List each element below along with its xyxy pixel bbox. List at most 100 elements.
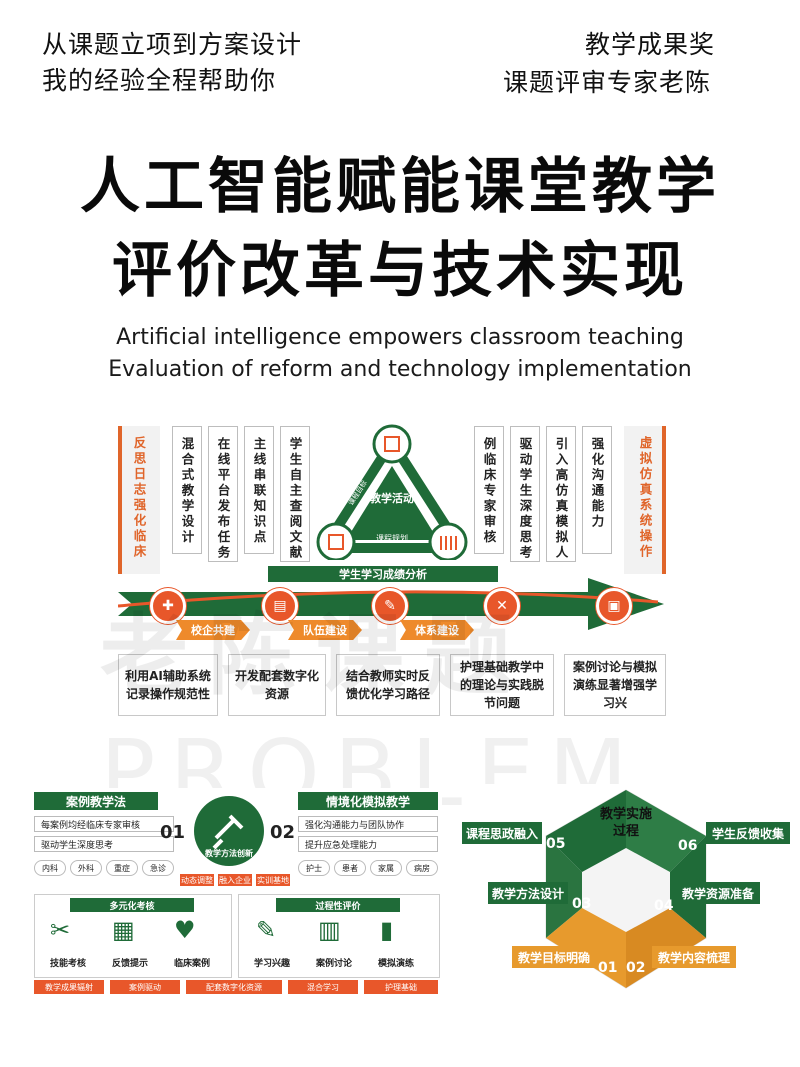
simulation-line-1: 强化沟通能力与团队协作 [298, 816, 438, 832]
heart-icon: ♥ [174, 916, 196, 944]
left-column-4-text: 学生自主查阅文献 [287, 437, 303, 561]
method-center-circle [194, 796, 264, 866]
result-box-5: 案例讨论与模拟演练显著增强学习兴 [564, 654, 666, 716]
right-column-1-text: 例临床专家审核 [481, 437, 497, 546]
left-column-3: 主线串联知识点 [244, 426, 274, 554]
hex-seg-2 [626, 790, 706, 872]
case-method-header: 案例教学法 [34, 792, 158, 810]
triangle-center-label: 教学活动 [370, 492, 414, 505]
process-center-label: 教学实施过程 [599, 807, 652, 839]
timeline-node-3: ✎ [372, 588, 408, 624]
triangle-bottom-label: 课程规划 [376, 534, 408, 543]
pill-ward: 病房 [406, 860, 438, 876]
bottom-tag-4: 混合学习 [288, 980, 358, 994]
process-num-5: 05 [546, 836, 566, 852]
eval-left-header: 多元化考核 [70, 898, 194, 912]
bottom-tag-2: 案例驱动 [110, 980, 180, 994]
eval-right-item-2: 案例讨论 [315, 959, 352, 969]
eval-left-item-2: 反馈提示 [111, 959, 148, 969]
right-side-text: 虚拟仿真系统操作 [637, 436, 653, 560]
bottom-tag-3: 配套数字化资源 [186, 980, 282, 994]
clipboard-icon [328, 534, 344, 550]
syringe-icon [212, 814, 244, 850]
eval-right-panel [238, 894, 440, 978]
process-item-5: 课程思政融入 [462, 822, 542, 844]
timeline-node-2: ▤ [262, 588, 298, 624]
hex-seg-1 [546, 790, 626, 872]
bottom-tag-1: 教学成果辐射 [34, 980, 104, 994]
process-item-6: 学生反馈收集 [706, 822, 790, 844]
center-circle-bg [194, 796, 264, 866]
eval-right-item-3: 模拟演练 [377, 959, 414, 969]
right-column-3: 引入高仿真模拟人 [546, 426, 576, 562]
orange-label-3: 体系建设 [400, 620, 474, 640]
score-analysis-bar: 学生学习成绩分析 [268, 566, 498, 582]
header-right-line1: 教学成果奖 [585, 30, 716, 59]
triangle-inner [346, 466, 438, 540]
pill-surgery: 外科 [70, 860, 102, 876]
monitor-icon: ▦ [112, 916, 135, 944]
left-column-2-text: 在线平台发布任务 [215, 437, 231, 561]
left-column-1-text: 混合式教学设计 [179, 437, 195, 546]
left-column-2: 在线平台发布任务 [208, 426, 238, 562]
eval-right-header: 过程性评价 [276, 898, 400, 912]
process-item-3: 教学方法设计 [488, 882, 568, 904]
chart-bars-icon [440, 536, 457, 550]
eval-left-panel [34, 894, 232, 978]
pill-internal: 内科 [34, 860, 66, 876]
header-left-line2: 我的经验全程帮助你 [42, 66, 277, 95]
result-box-2: 开发配套数字化资源 [228, 654, 326, 716]
syringe-small-icon: ✎ [256, 916, 277, 944]
result-box-1: 利用AI辅助系统记录操作规范性 [118, 654, 218, 716]
process-num-1: 01 [598, 960, 618, 976]
left-column-3-text: 主线串联知识点 [251, 437, 267, 546]
pill-family: 家属 [370, 860, 402, 876]
center-tag-1: 动态调整 [180, 874, 214, 886]
triangle-left-node [316, 522, 356, 560]
flask-icon [384, 436, 400, 452]
left-side-text: 反思日志强化临床 [131, 436, 147, 560]
right-side-bar [662, 426, 666, 574]
result-box-3: 结合教师实时反馈优化学习路径 [336, 654, 440, 716]
timeline-node-5: ▣ [596, 588, 632, 624]
method-number-1: 01 [160, 822, 186, 843]
result-box-4: 护理基础教学中的理论与实践脱节问题 [450, 654, 554, 716]
method-number-2: 02 [270, 822, 296, 843]
right-column-4-text: 强化沟通能力 [589, 437, 605, 530]
right-column-1: 例临床专家审核 [474, 426, 504, 554]
right-column-2: 驱动学生深度思考 [510, 426, 540, 562]
eval-right-item-1: 学习兴趣 [253, 959, 290, 969]
center-tag-2: 融入企业 [218, 874, 252, 886]
left-side-column: 反思日志强化临床 [118, 426, 160, 574]
case-method-line-1: 每案例均经临床专家审核 [34, 816, 174, 832]
pill-patient: 患者 [334, 860, 366, 876]
document-icon: ▥ [318, 916, 341, 944]
left-column-4: 学生自主查阅文献 [280, 426, 310, 562]
eval-left-item-1: 技能考核 [49, 959, 86, 969]
bottom-tag-5: 护理基础 [364, 980, 438, 994]
header-right-line2: 课题评审专家老陈 [503, 68, 712, 97]
process-num-6: 06 [678, 838, 698, 854]
center-tag-3: 实训基地 [256, 874, 290, 886]
process-item-2: 教学内容梳理 [652, 946, 736, 968]
triangle-diagram [316, 424, 468, 560]
simulation-header: 情境化模拟教学 [298, 792, 438, 810]
diagram-teaching-methods: 案例教学法 每案例均经临床专家审核 驱动学生深度思考 内科 外科 重症 急诊 0… [30, 788, 442, 998]
orange-label-2: 队伍建设 [288, 620, 362, 640]
diagram-implementation-process: 教学实施过程 课程思政融入 05 学生反馈收集 06 教学方法设计 03 教学资… [462, 784, 792, 998]
process-num-2: 02 [626, 960, 646, 976]
main-title-line2: 评价改革与技术实现 [112, 236, 688, 306]
triangle-right-node [428, 522, 468, 560]
right-column-2-text: 驱动学生深度思考 [517, 437, 533, 561]
process-num-4: 04 [654, 898, 674, 914]
watermark-cn: 老陈课题 [100, 604, 533, 707]
process-item-4: 教学资源准备 [676, 882, 760, 904]
right-side-column: 虚拟仿真系统操作 [624, 426, 666, 574]
main-title-line1: 人工智能赋能课堂教学 [80, 152, 720, 222]
bottle-icon: ▮ [380, 916, 394, 944]
skill-icon: ✂ [50, 916, 71, 944]
simulation-line-2: 提升应急处理能力 [298, 836, 438, 852]
triangle-outline [319, 437, 465, 553]
orange-label-1: 校企共建 [176, 620, 250, 640]
subtitle-en-line2: Evaluation of reform and technology impl… [108, 357, 692, 382]
